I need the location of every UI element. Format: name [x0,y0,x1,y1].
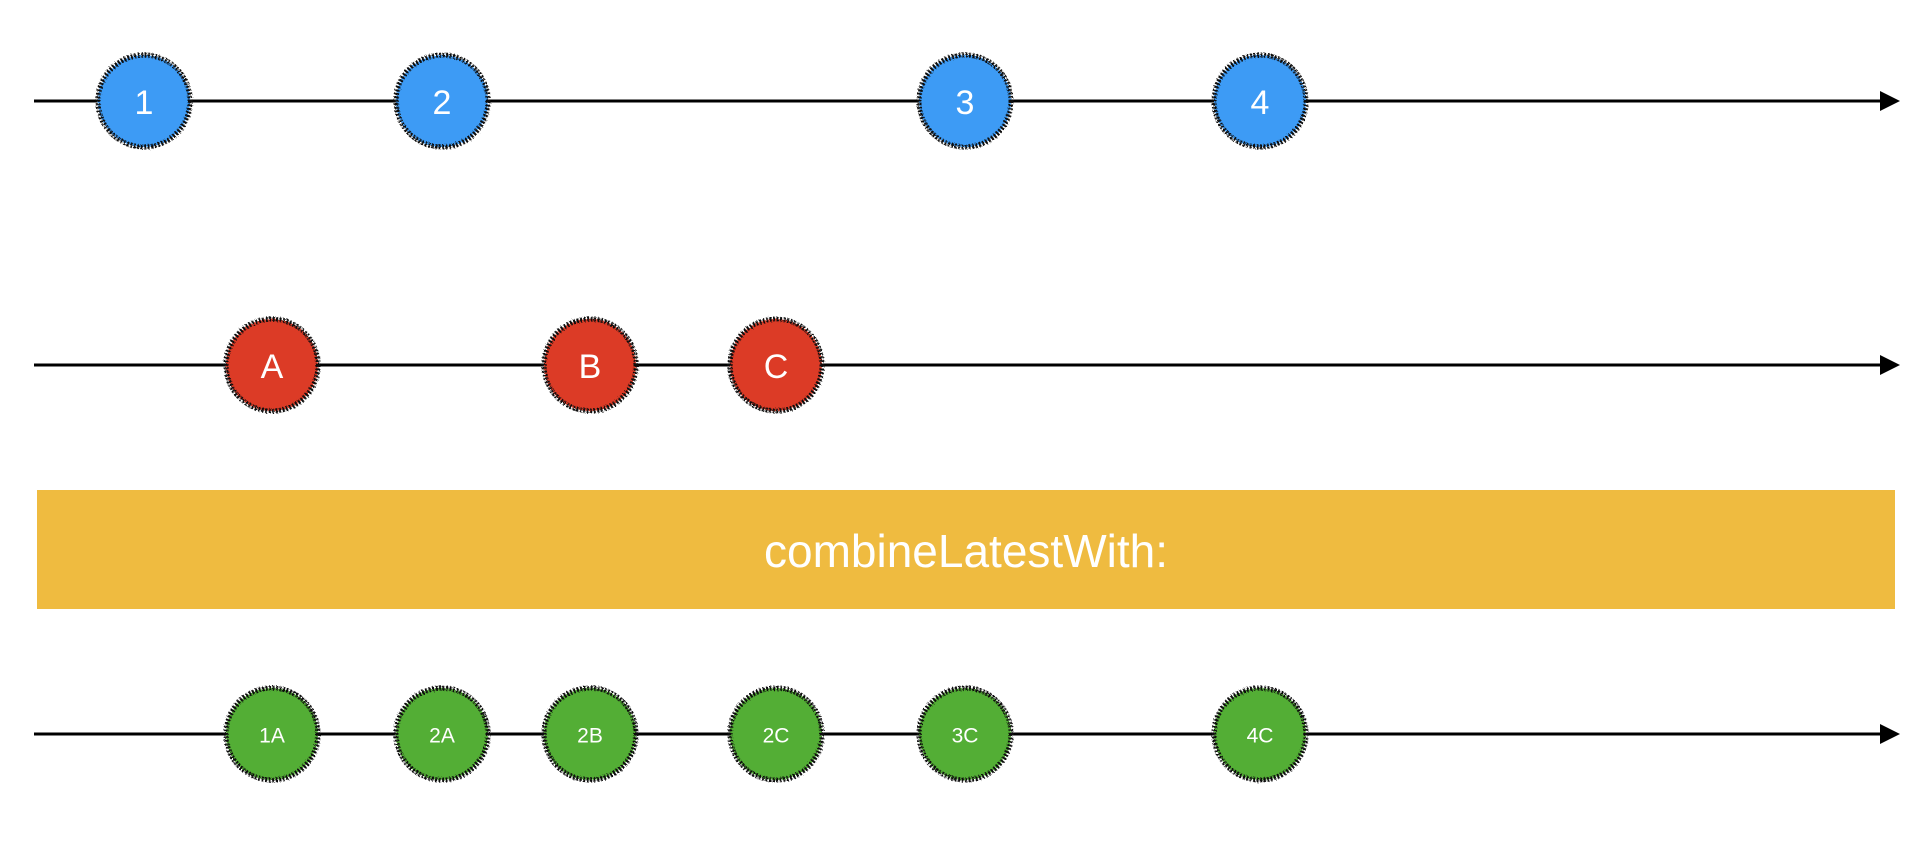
marble-circle [223,685,321,783]
marble-label: 2C [763,725,790,748]
timeline-source-b: A B C [34,316,1900,414]
marble-circle [95,52,193,150]
timeline-arrowhead [1880,91,1900,111]
operator-label: combineLatestWith: [764,525,1168,577]
marble-label: 3 [956,84,975,122]
marble-circle [393,52,491,150]
marble-label: A [261,348,284,386]
marble-source-a-1: 1 [95,52,193,150]
timeline-arrowhead [1880,355,1900,375]
marble-result-1A: 1A [223,685,321,783]
marble-result-4C: 4C [1211,685,1309,783]
marble-circle [541,316,639,414]
marble-label: 3C [952,725,979,748]
marble-circle [916,685,1014,783]
marble-circle [223,316,321,414]
marble-circle [727,685,825,783]
timeline-arrowhead [1880,724,1900,744]
marble-label: 4C [1247,725,1274,748]
marble-circle [916,52,1014,150]
marble-result-2C: 2C [727,685,825,783]
marble-label: 1 [135,84,154,122]
marble-source-a-2: 2 [393,52,491,150]
marble-label: 4 [1251,84,1270,122]
operator-box: combineLatestWith: [37,490,1895,609]
marble-result-3C: 3C [916,685,1014,783]
operator-bar [37,490,1895,609]
marble-source-a-3: 3 [916,52,1014,150]
marble-label: 2 [433,84,452,122]
timeline-result: 1A 2A 2B 2C 3C 4C [34,685,1900,783]
marble-label: 1A [259,725,285,748]
marble-source-b-B: B [541,316,639,414]
marble-label: C [764,348,789,386]
marble-label: B [579,348,602,386]
marble-circle [1211,52,1309,150]
marble-circle [541,685,639,783]
marble-source-b-C: C [727,316,825,414]
marble-source-a-4: 4 [1211,52,1309,150]
marble-label: 2B [577,725,603,748]
marble-source-b-A: A [223,316,321,414]
marble-circle [1211,685,1309,783]
marble-circle [393,685,491,783]
marble-result-2B: 2B [541,685,639,783]
marble-result-2A: 2A [393,685,491,783]
marble-label: 2A [429,725,455,748]
timeline-source-a: 1 2 3 4 [34,52,1900,150]
marble-circle [727,316,825,414]
